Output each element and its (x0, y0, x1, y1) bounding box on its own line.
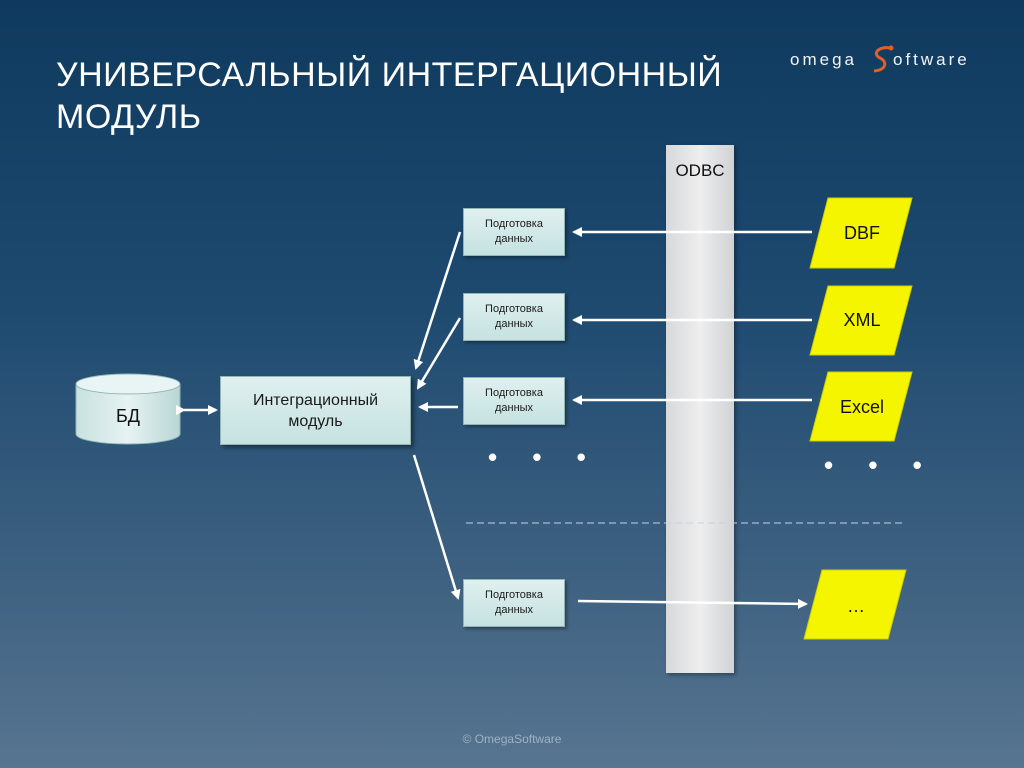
source-dbf-shape (809, 197, 913, 269)
source-xml-label: XML (843, 310, 881, 330)
source-other-label: … (847, 596, 865, 616)
source-xml-shape (809, 285, 913, 356)
slide-title: УНИВЕРСАЛЬНЫЙ ИНТЕРГАЦИОННЫЙ МОДУЛЬ (56, 56, 723, 136)
arrow-prep1-to-module (413, 231, 462, 370)
source-other-shape (803, 569, 907, 640)
ellipsis-prep-blocks: • • • (488, 442, 600, 472)
arrow-module-to-prep4 (412, 454, 461, 600)
copyright-footer: © OmegaSoftware (462, 732, 562, 746)
source-excel-label: Excel (839, 397, 884, 417)
omegasoftware-logo: omega oftware (790, 44, 990, 78)
source-excel-shape (809, 371, 913, 442)
prep-block-2: Подготовка данных (463, 293, 565, 341)
source-dbf-label: DBF (844, 223, 880, 243)
prep-block-1: Подготовка данных (463, 208, 565, 256)
prep-block-label: Подготовка данных (485, 218, 543, 245)
database-cylinder-icon (75, 373, 181, 445)
prep-block-4: Подготовка данных (463, 579, 565, 627)
logo-text-omega: omega (790, 50, 857, 69)
prep-block-label: Подготовка данных (485, 387, 543, 414)
integration-module-box: Интеграционный модуль (220, 376, 411, 445)
prep-block-label: Подготовка данных (485, 589, 543, 616)
integration-module-label: Интеграционный модуль (252, 391, 379, 430)
odbc-label: ODBC (675, 161, 725, 180)
logo-s-mark-icon (873, 45, 894, 73)
database-label: БД (115, 406, 140, 426)
prep-block-3: Подготовка данных (463, 377, 565, 425)
arrow-prep-to-other (577, 598, 808, 609)
prep-block-label: Подготовка данных (485, 303, 543, 330)
ellipsis-sources: • • • (824, 450, 936, 480)
arrow-prep2-to-module (416, 317, 462, 390)
logo-text-software: oftware (893, 50, 970, 69)
